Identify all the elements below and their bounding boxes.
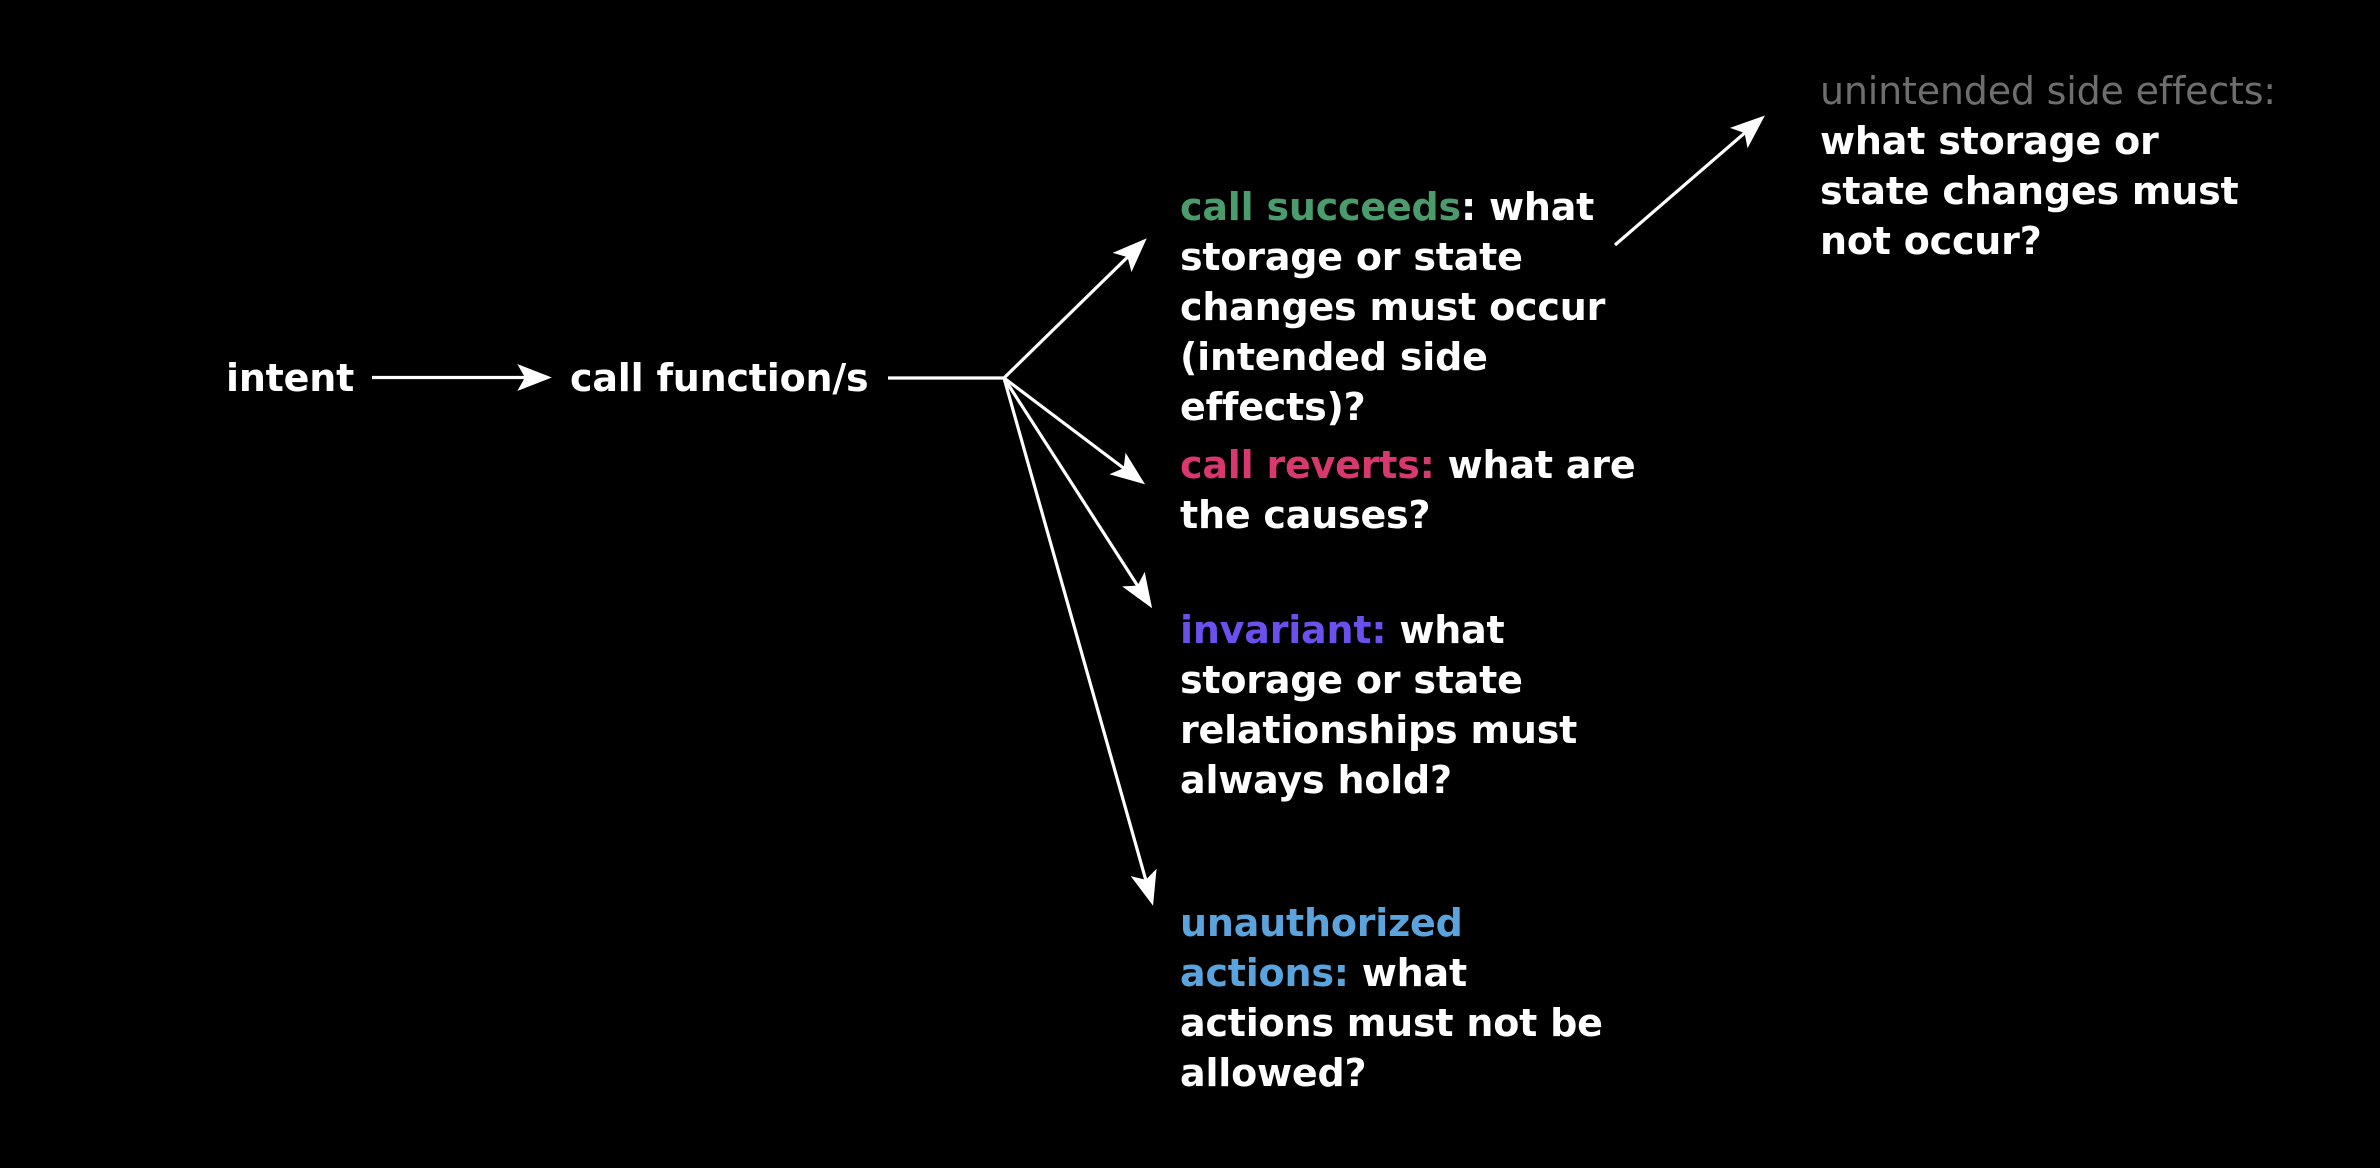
edge-hub-to-call-succeeds [1002,238,1147,380]
node-invariant-tag: invariant: [1180,608,1387,652]
node-unintended-side-effects-body: what storage or state changes must not o… [1820,69,2289,263]
node-unauthorized-actions-body: what actions must not be allowed? [1180,951,1616,1095]
edge-hub-to-invariant [1002,377,1153,609]
node-call-reverts-tag: call reverts: [1180,443,1435,487]
node-unintended-side-effects: unintended side effects: what storage or… [1820,66,2280,266]
node-call-reverts-body: what are the causes? [1180,443,1649,537]
node-intent: intent [226,356,355,400]
node-call-succeeds-body: what storage or state changes must occur… [1180,185,1619,429]
node-call-succeeds: call succeeds: what storage or state cha… [1180,182,1680,432]
node-unauthorized-actions-tag: unauthorized actions: [1180,901,1476,995]
node-call-succeeds-separator: : [1460,185,1476,229]
node-invariant: invariant: what storage or state relatio… [1180,605,1580,805]
node-call-function: call function/s [570,356,869,400]
node-call-reverts: call reverts: what are the causes? [1180,440,1640,540]
node-unintended-side-effects-tag: unintended side effects: [1820,69,2276,113]
edge-hub-to-unauthorized-actions [1002,377,1157,906]
node-call-succeeds-tag: call succeeds [1180,185,1461,229]
node-unauthorized-actions: unauthorized actions: what actions must … [1180,898,1630,1098]
edge-hub-to-call-reverts [1003,376,1146,485]
node-invariant-body: what storage or state relationships must… [1180,608,1591,802]
